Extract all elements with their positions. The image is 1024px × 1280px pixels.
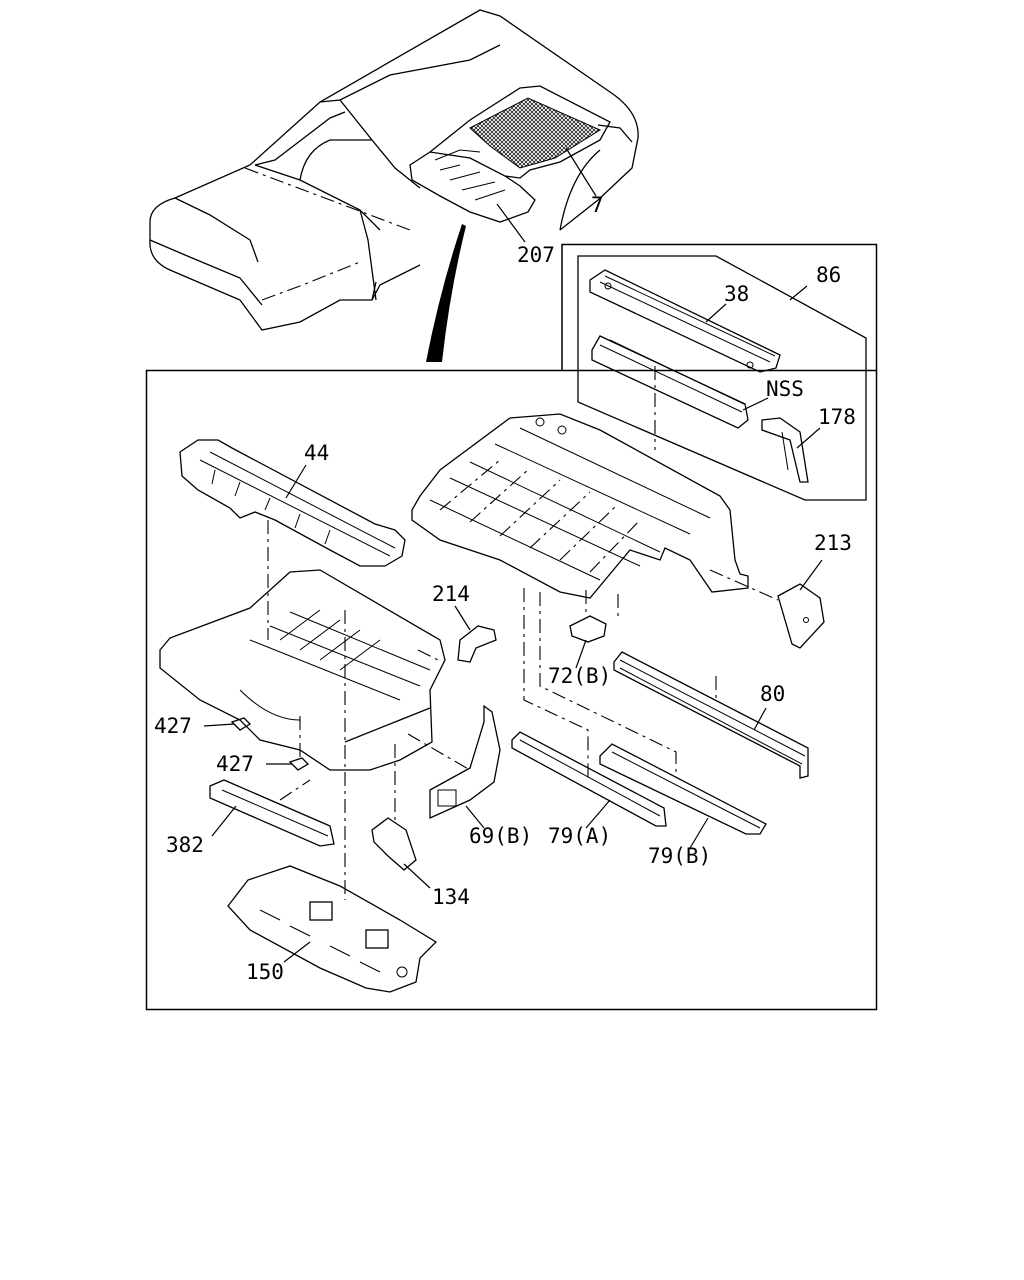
label-86: 86 (816, 263, 841, 287)
label-427-b: 427 (216, 752, 254, 776)
label-79a: 79(A) (548, 824, 611, 848)
label-38: 38 (724, 282, 749, 306)
front-floor-panel (159, 569, 446, 771)
inset-frame (561, 243, 878, 371)
label-150: 150 (246, 960, 284, 984)
label-213: 213 (814, 531, 852, 555)
part-213 (777, 583, 825, 649)
part-44 (179, 439, 406, 567)
part-427-a (230, 717, 252, 731)
part-79b (599, 743, 767, 835)
vehicle-outline (149, 9, 639, 331)
label-214: 214 (432, 582, 470, 606)
part-382 (209, 779, 335, 847)
part-214 (457, 625, 497, 663)
callout-pointer (426, 224, 466, 362)
label-44: 44 (304, 441, 329, 465)
label-207-leader (496, 203, 526, 243)
part-79a (511, 731, 667, 827)
part-178 (761, 417, 809, 483)
label-427-a: 427 (154, 714, 192, 738)
part-80 (613, 651, 809, 779)
label-7: 7 (591, 193, 604, 217)
subassembly-86-box (577, 255, 867, 501)
label-207: 207 (517, 243, 555, 267)
label-7-leader (565, 147, 597, 197)
label-80: 80 (760, 682, 785, 706)
part-nss (591, 335, 749, 429)
label-72b: 72(B) (548, 664, 611, 688)
part-150 (227, 865, 438, 993)
part-38 (589, 269, 781, 373)
part-69b (429, 704, 501, 820)
part-72b (569, 615, 607, 643)
detail-frame (145, 369, 878, 1011)
rear-floor-panel (411, 413, 749, 599)
part-427-b (288, 757, 310, 771)
label-382: 382 (166, 833, 204, 857)
label-178: 178 (818, 405, 856, 429)
label-69b: 69(B) (469, 824, 532, 848)
label-nss: NSS (766, 377, 804, 401)
label-79b: 79(B) (648, 844, 711, 868)
label-134: 134 (432, 885, 470, 909)
floor-panel-7 (409, 85, 611, 223)
part-134 (371, 817, 417, 871)
